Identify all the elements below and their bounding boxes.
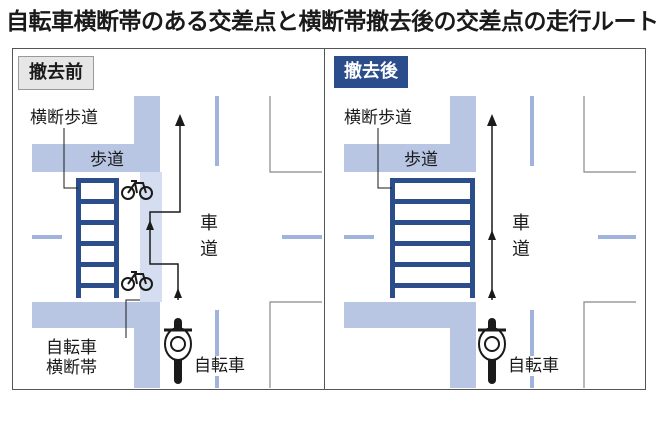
crosswalk-label-before: 横断歩道 xyxy=(30,108,98,128)
after-panel-graphic xyxy=(344,96,636,388)
page-title: 自転車横断帯のある交差点と横断帯撤去後の交差点の走行ルート xyxy=(6,9,658,35)
before-panel-graphic xyxy=(32,96,322,388)
bike-lane-label-line2: 横断帯 xyxy=(46,358,97,378)
before-label: 撤去前 xyxy=(18,56,94,90)
sidewalk-label-before: 歩道 xyxy=(90,150,124,170)
road-label-after-2: 道 xyxy=(510,238,532,262)
lane-line-right xyxy=(598,235,636,239)
sidewalk-label-after: 歩道 xyxy=(404,150,438,170)
crosswalk-label-after: 横断歩道 xyxy=(344,108,412,128)
after-label: 撤去後 xyxy=(334,56,408,88)
arrow-head-icon xyxy=(174,288,182,298)
cyclist-icon xyxy=(478,318,506,384)
bicycle-icon xyxy=(121,180,153,200)
road-label-before-1: 車 xyxy=(198,212,220,236)
lane-line-top xyxy=(530,96,534,166)
sidewalk-bottom-left-v xyxy=(134,302,160,388)
bicycle-icon xyxy=(121,271,153,291)
lane-line-bottom xyxy=(530,310,534,388)
arrow-head-icon xyxy=(175,114,185,126)
bike-lane-strip xyxy=(140,172,162,302)
cyclist-label-after: 自転車 xyxy=(508,356,559,376)
lane-line-bottom xyxy=(215,310,219,388)
cyclist-label-before: 自転車 xyxy=(194,356,245,376)
panel-divider xyxy=(324,48,325,390)
leader-line-crosswalk xyxy=(63,128,78,189)
curb-top-right xyxy=(269,96,322,173)
arrow-head-icon xyxy=(488,230,496,240)
curb-top-right xyxy=(583,96,636,173)
sidewalk-bottom-left-v xyxy=(450,302,476,388)
curb-bottom-right xyxy=(583,301,636,388)
arrow-head-icon xyxy=(146,220,154,230)
lane-line-right xyxy=(282,235,322,239)
road-label-after-1: 車 xyxy=(510,212,532,236)
cyclist-icon xyxy=(164,318,192,384)
road-label-before-2: 道 xyxy=(198,238,220,262)
crosswalk-ladder xyxy=(390,178,475,298)
lane-line-left xyxy=(344,235,374,239)
lane-line-left xyxy=(32,235,62,239)
leader-line-crosswalk xyxy=(377,128,392,189)
sidewalk-top-left-h xyxy=(344,144,476,172)
arrow-head-icon xyxy=(488,288,496,298)
bike-lane-label-line1: 自転車 xyxy=(46,338,97,358)
curb-bottom-right xyxy=(269,301,322,388)
sidewalk-top-left-h xyxy=(32,144,160,172)
route-line-before xyxy=(149,124,181,300)
arrow-head-icon xyxy=(487,114,497,126)
crosswalk-ladder xyxy=(76,178,119,298)
leader-line-bike-lane xyxy=(125,299,140,338)
lane-line-top xyxy=(215,96,219,166)
